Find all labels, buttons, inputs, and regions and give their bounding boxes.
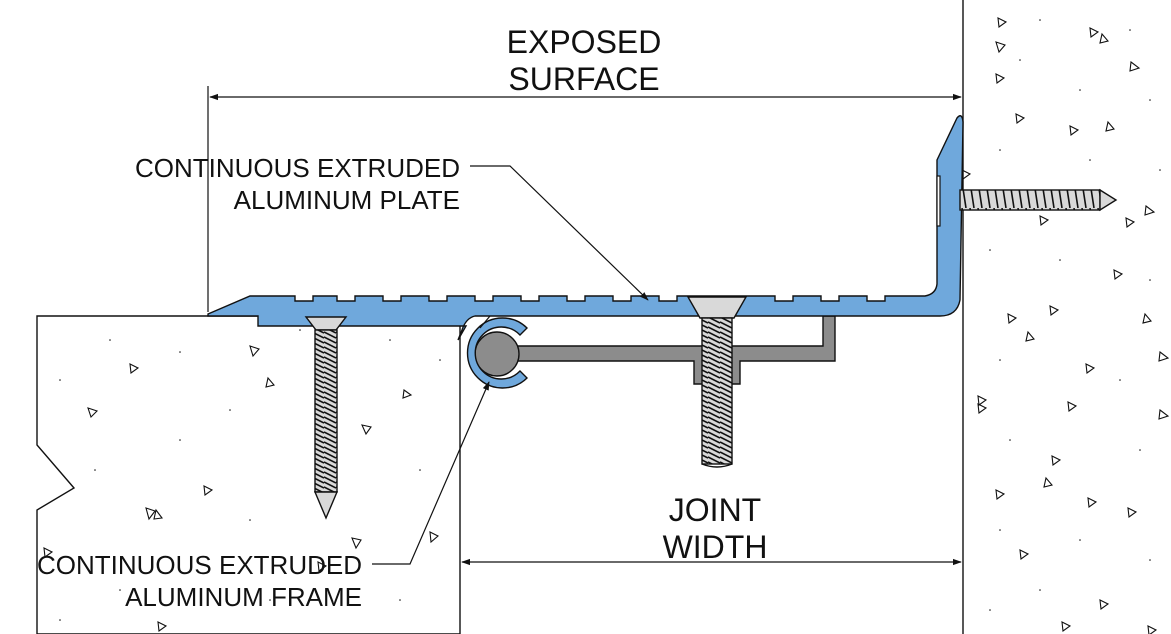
right-concrete-wall [961,0,1171,634]
exposed-surface-label: EXPOSED SURFACE [506,24,662,97]
plate-leader-line [470,165,649,301]
wall-anchor-screw [936,175,1118,227]
aluminum-plate [207,115,964,341]
frame-leader-line [372,381,490,565]
frame-callout-label: CONTINUOUS EXTRUDED ALUMINUM FRAME [36,550,362,612]
plate-machine-screw [686,296,748,468]
left-anchor-screw [304,316,348,520]
plate-callout-label: CONTINUOUS EXTRUDED ALUMINUM PLATE [134,153,460,215]
exposed-surface-dimension [207,86,962,312]
joint-width-label: JOINT WIDTH [662,492,768,565]
aluminum-frame [466,315,836,389]
left-concrete-substrate [36,315,461,634]
